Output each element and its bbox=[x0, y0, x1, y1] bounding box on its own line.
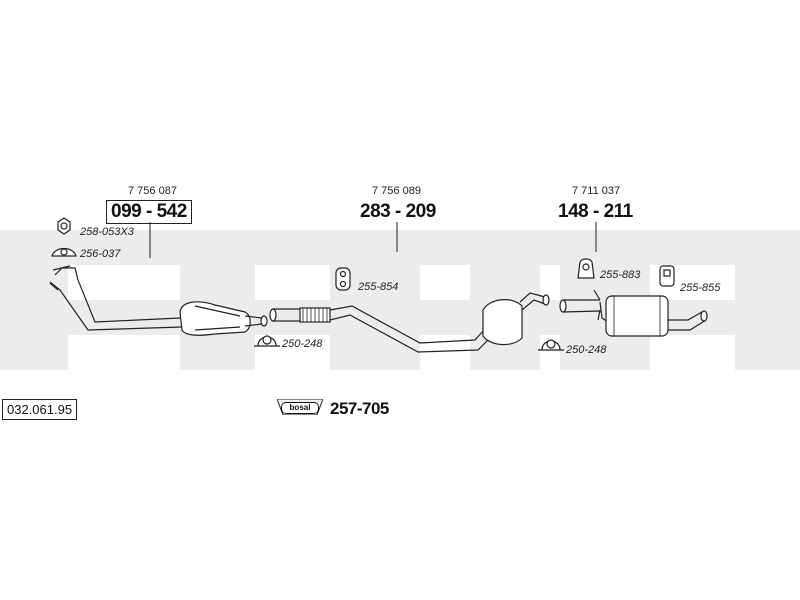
clamp-rear-part-number[interactable]: 250-248 bbox=[566, 344, 607, 356]
hanger-rear-b-icon bbox=[659, 265, 675, 287]
clamp-front-part-number[interactable]: 250-248 bbox=[282, 338, 323, 350]
hanger-middle-part-number[interactable]: 255-854 bbox=[358, 281, 399, 293]
middle-part-number[interactable]: 283 - 209 bbox=[360, 201, 436, 222]
middle-oem-number: 7 756 089 bbox=[372, 185, 421, 197]
clamp-rear-icon bbox=[538, 339, 564, 351]
kit-badge-icon: bosal bbox=[277, 399, 323, 415]
nut-part-number[interactable]: 258-053X3 bbox=[80, 226, 134, 238]
front-pipe-with-catalyst bbox=[49, 265, 268, 336]
kit-part-number[interactable]: 257-705 bbox=[330, 399, 389, 418]
catalog-code: 032.061.95 bbox=[2, 399, 78, 420]
rear-oem-number: 7 711 037 bbox=[572, 185, 621, 197]
kit-badge-label: bosal bbox=[281, 402, 319, 414]
front-oem-number: 7 756 087 bbox=[128, 185, 177, 197]
gasket-part-number[interactable]: 256-037 bbox=[80, 248, 121, 260]
nut-icon bbox=[57, 217, 71, 235]
rear-part-number[interactable]: 148 - 211 bbox=[558, 201, 633, 222]
front-part-number[interactable]: 099 - 542 bbox=[106, 200, 192, 224]
clamp-front-icon bbox=[254, 335, 280, 347]
rear-muffler bbox=[559, 289, 708, 337]
hanger-rear-b-part-number[interactable]: 255-855 bbox=[680, 282, 721, 294]
middle-pipe-with-muffler bbox=[269, 292, 550, 353]
hanger-rear-a-part-number[interactable]: 255-883 bbox=[600, 269, 641, 281]
hanger-middle-icon bbox=[335, 267, 351, 291]
gasket-icon bbox=[51, 247, 77, 257]
hanger-rear-a-icon bbox=[577, 258, 595, 279]
